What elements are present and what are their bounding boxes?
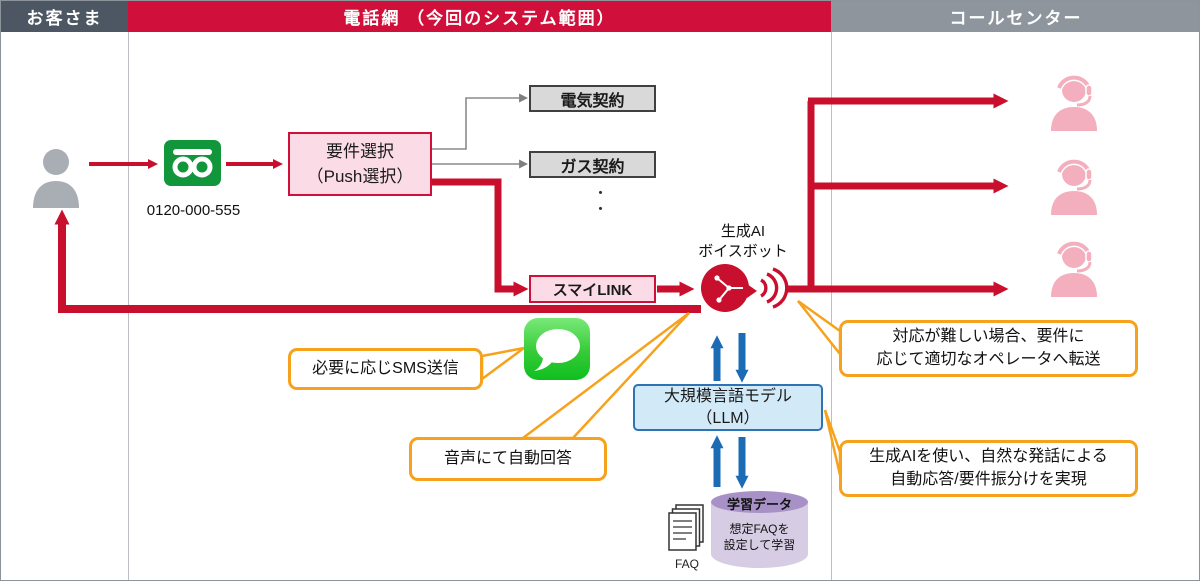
callout-voice-reply-text: 音声にて自動回答 xyxy=(443,449,572,467)
requirement-selection-box: 要件選択 （Push選択） xyxy=(288,132,432,196)
llm-box: 大規模言語モデル （LLM） xyxy=(633,384,823,431)
faq-label: FAQ xyxy=(674,557,699,571)
requirement-line1: 要件選択 xyxy=(326,141,394,161)
callout-sms-text: 必要に応じSMS送信 xyxy=(312,359,459,377)
customer-person xyxy=(28,146,84,213)
ellipsis-dot: ・ xyxy=(593,185,609,202)
sms-bubble-glyph xyxy=(534,329,580,371)
cylinder-body xyxy=(711,502,808,568)
training-desc-line2: 設定して学習 xyxy=(723,538,796,553)
sms-message-icon xyxy=(524,318,590,380)
callout-transfer-line1: 対応が難しい場合、要件に xyxy=(892,328,1085,346)
llm-line2: （LLM） xyxy=(696,409,760,427)
training-desc-line1: 想定FAQを xyxy=(729,522,790,536)
operator-2 xyxy=(1046,157,1102,220)
header-call-center-label: コールセンター xyxy=(949,9,1083,28)
callout-transfer-line2: 応じて適切なオペレータへ転送 xyxy=(876,350,1101,368)
gas-contract-label: ガス契約 xyxy=(560,158,625,176)
freedial-icon xyxy=(164,140,221,186)
training-database-cylinder: 学習データ 想定FAQを 設定して学習 xyxy=(711,491,808,576)
voicebot-label: 生成AI ボイスボット xyxy=(689,222,797,261)
requirement-line2: （Push選択） xyxy=(306,167,414,186)
contract-ellipsis: ・ ・ xyxy=(593,186,608,217)
ai-voicebot-icon xyxy=(691,258,791,323)
operator-headset-icon xyxy=(1051,74,1097,131)
header-customer: お客さま xyxy=(1,1,128,32)
pointer-genai-callout xyxy=(823,409,842,476)
electric-contract-box: 電気契約 xyxy=(529,85,656,112)
header-phone-network-label: 電話網 （今回のシステム範囲） xyxy=(343,9,616,28)
callout-sms: 必要に応じSMS送信 xyxy=(288,348,483,390)
sumai-link-label: スマイLINK xyxy=(552,281,633,299)
operator-headset-icon xyxy=(1051,240,1097,297)
callout-genai-line1: 生成AIを使い、自然な発話による xyxy=(869,448,1108,466)
freedial-glyph xyxy=(172,149,213,178)
pointer-sms-callout xyxy=(480,346,525,382)
operator-headset-icon xyxy=(1051,158,1097,215)
operator-1 xyxy=(1046,73,1102,136)
gas-contract-box: ガス契約 xyxy=(529,151,656,178)
voicebot-label-line2: ボイスボット xyxy=(698,242,788,260)
llm-line1: 大規模言語モデル xyxy=(663,387,792,405)
callout-transfer: 対応が難しい場合、要件に 応じて適切なオペレータへ転送 xyxy=(839,320,1138,377)
callout-voice-reply: 音声にて自動回答 xyxy=(409,437,607,481)
operator-3 xyxy=(1046,239,1102,302)
pointer-transfer-callout xyxy=(797,299,842,358)
arrow-return-to-customer xyxy=(54,209,701,313)
arrow-requirement-to-sumailink xyxy=(432,178,529,297)
ellipsis-dot: ・ xyxy=(593,201,609,218)
header-customer-label: お客さま xyxy=(26,9,103,28)
voicebot-label-line1: 生成AI xyxy=(720,223,766,240)
electric-contract-label: 電気契約 xyxy=(560,92,625,110)
person-icon xyxy=(33,149,79,208)
training-data-title: 学習データ xyxy=(726,497,792,512)
line-to-electric-contract xyxy=(432,93,529,150)
voicebot-glyph xyxy=(701,264,789,312)
cylinder-top xyxy=(711,491,808,513)
sumai-link-box: スマイLINK xyxy=(529,275,656,303)
divider-right xyxy=(831,32,832,580)
faq-documents-icon xyxy=(667,504,707,561)
callout-genai: 生成AIを使い、自然な発話による 自動応答/要件振分けを実現 xyxy=(839,440,1138,497)
callout-genai-line2: 自動応答/要件振分けを実現 xyxy=(890,470,1087,488)
training-data-desc: 想定FAQを 設定して学習 xyxy=(711,521,808,553)
phone-number: 0120-000-555 xyxy=(146,202,241,219)
faq-pages-glyph xyxy=(668,504,704,551)
header-phone-network: 電話網 （今回のシステム範囲） xyxy=(128,1,831,32)
header-call-center: コールセンター xyxy=(831,1,1199,32)
